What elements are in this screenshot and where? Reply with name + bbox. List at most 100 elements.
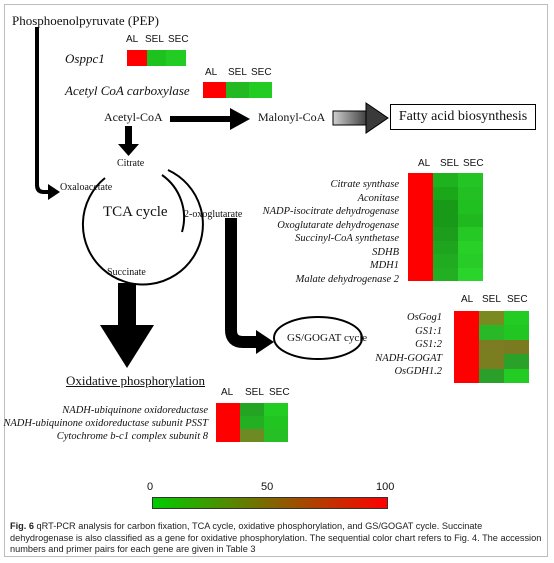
tca-cell-r5-c1 — [433, 240, 458, 254]
tca-cell-r4-c2 — [458, 227, 483, 241]
succinate-label: Succinate — [107, 267, 146, 278]
gs-cell-r2-c1 — [479, 339, 504, 355]
tca-col-sel: SEL — [440, 158, 459, 169]
tca-cell-r5-c2 — [458, 240, 483, 254]
gs-genes-item: GS1:1 — [415, 325, 442, 337]
ox-cell-r0-c0 — [216, 403, 240, 416]
gs-cell-r1-c1 — [479, 325, 504, 340]
osppc1-col-sel: SEL — [145, 34, 164, 45]
acc-cell-r0-c2 — [249, 82, 272, 98]
tca-heatmap — [408, 173, 483, 281]
gs-cell-r4-c2 — [504, 368, 529, 383]
tca-genes-item: SDHB — [372, 246, 399, 258]
tca-cell-r2-c0 — [408, 200, 433, 214]
osppc1-col-al: AL — [126, 34, 139, 45]
tca-cell-r7-c1 — [433, 267, 458, 281]
ox-col-sec: SEC — [269, 387, 290, 398]
ox-col-al: AL — [221, 387, 234, 398]
osppc1-heatmap — [127, 50, 186, 66]
tca-cell-r0-c1 — [433, 173, 458, 187]
gs-cell-r2-c0 — [454, 339, 479, 355]
tca-cell-r7-c2 — [458, 267, 483, 281]
ox-cell-r2-c1 — [240, 429, 264, 442]
ox-cell-r0-c1 — [240, 403, 264, 416]
ox-genes-item: NADH-ubiquinone oxidoreductase — [62, 405, 208, 416]
ox-cell-r1-c1 — [240, 416, 264, 429]
tca-genes-item: NADP-isocitrate dehydrogenase — [262, 206, 399, 217]
tca-genes-item: Malate dehydrogenase 2 — [295, 273, 399, 285]
tca-cell-r5-c0 — [408, 240, 433, 254]
tca-cell-r4-c0 — [408, 227, 433, 241]
tca-genes-item: MDH1 — [369, 260, 399, 271]
scale-tick-100: 100 — [376, 481, 395, 493]
pep-label: Phosphoenolpyruvate (PEP) — [12, 13, 159, 28]
gs-genes-item: OsGog1 — [406, 312, 442, 323]
ox-heatmap — [216, 403, 288, 442]
tca-cell-r1-c1 — [433, 186, 458, 200]
gs-cell-r4-c1 — [479, 368, 504, 383]
malonyl-coa-label: Malonyl-CoA — [258, 110, 326, 124]
tca-cell-r3-c2 — [458, 213, 483, 227]
tca-cell-r6-c0 — [408, 254, 433, 268]
caption-text: qRT-PCR analysis for carbon fixation, TC… — [10, 521, 542, 554]
tca-genes-item: Aconitase — [357, 192, 399, 204]
scale-tick-0: 0 — [147, 481, 154, 493]
tca-genes-item: Oxoglutarate dehydrogenase — [277, 219, 399, 231]
gs-cell-r4-c0 — [454, 368, 479, 383]
gs-genes-item: GS1:2 — [415, 339, 442, 350]
tca-col-sec: SEC — [463, 158, 484, 169]
gs-col-sel: SEL — [482, 294, 501, 305]
tca-cell-r0-c2 — [458, 173, 483, 187]
ox-cell-r2-c2 — [264, 429, 288, 442]
osppc1-col-sec: SEC — [168, 34, 189, 45]
gs-cell-r1-c0 — [454, 325, 479, 340]
acc-label: Acetyl CoA carboxylase — [65, 83, 190, 98]
pep-to-oxaloacetate-arrow — [35, 27, 50, 194]
gs-cell-r3-c1 — [479, 354, 504, 369]
tca-cell-r4-c1 — [433, 227, 458, 241]
tca-cell-r3-c0 — [408, 213, 433, 227]
gs-cell-r0-c1 — [479, 311, 504, 326]
figure-frame — [4, 4, 548, 557]
tca-cell-r3-c1 — [433, 213, 458, 227]
gs-cell-r2-c2 — [504, 339, 529, 355]
caption-label: Fig. 6 — [10, 521, 34, 531]
color-scale-bar — [152, 497, 388, 509]
acc-cell-r0-c0 — [203, 82, 226, 98]
oxaloacetate-label: Oxaloacetate — [60, 182, 113, 193]
ox-cell-r1-c0 — [216, 416, 240, 429]
tca-cell-r1-c2 — [458, 186, 483, 200]
tca-cell-r7-c0 — [408, 267, 433, 281]
osppc1-cell-r0-c1 — [146, 50, 167, 66]
acetyl-coa-label: Acetyl-CoA — [104, 110, 163, 124]
ox-cell-r2-c0 — [216, 429, 240, 442]
tca-cycle-arc — [81, 169, 204, 286]
scale-tick-50: 50 — [261, 481, 274, 493]
tca-cell-r2-c2 — [458, 200, 483, 214]
acc-cell-r0-c1 — [226, 82, 249, 98]
gs-cell-r0-c0 — [454, 311, 479, 326]
tca-cell-r1-c0 — [408, 186, 433, 200]
gs-genes-item: OsGDH1.2 — [394, 366, 442, 377]
ox-genes-item: NADH-ubiquinone oxidoreductase subunit P… — [3, 418, 208, 429]
citrate-label: Citrate — [117, 158, 145, 169]
gs-cell-r0-c2 — [504, 311, 529, 326]
tca-cycle-label: TCA cycle — [103, 204, 168, 220]
osppc1-cell-r0-c0 — [127, 50, 147, 66]
fatty-acid-box: Fatty acid biosynthesis — [390, 104, 536, 130]
gs-heatmap — [454, 311, 529, 383]
tca-cell-r0-c0 — [408, 173, 433, 187]
gs-gogat-label: GS/GOGAT cycle — [287, 332, 368, 344]
ox-cell-r0-c2 — [264, 403, 288, 416]
acc-col-sec: SEC — [251, 67, 272, 78]
ox-genes-item: Cytochrome b-c1 complex subunit 8 — [56, 431, 208, 442]
figure-caption: Fig. 6 qRT-PCR analysis for carbon fixat… — [10, 521, 544, 556]
fatty-acid-label: Fatty acid biosynthesis — [398, 109, 528, 124]
gs-cell-r3-c2 — [504, 354, 529, 369]
tca-genes-item: Succinyl-CoA synthetase — [295, 233, 399, 244]
oxphos-label: Oxidative phosphorylation — [66, 373, 206, 388]
osppc1-label: Osppc1 — [65, 51, 105, 66]
acc-col-sel: SEL — [228, 67, 247, 78]
oxoglutarate-label: 2-oxoglutarate — [184, 209, 243, 220]
